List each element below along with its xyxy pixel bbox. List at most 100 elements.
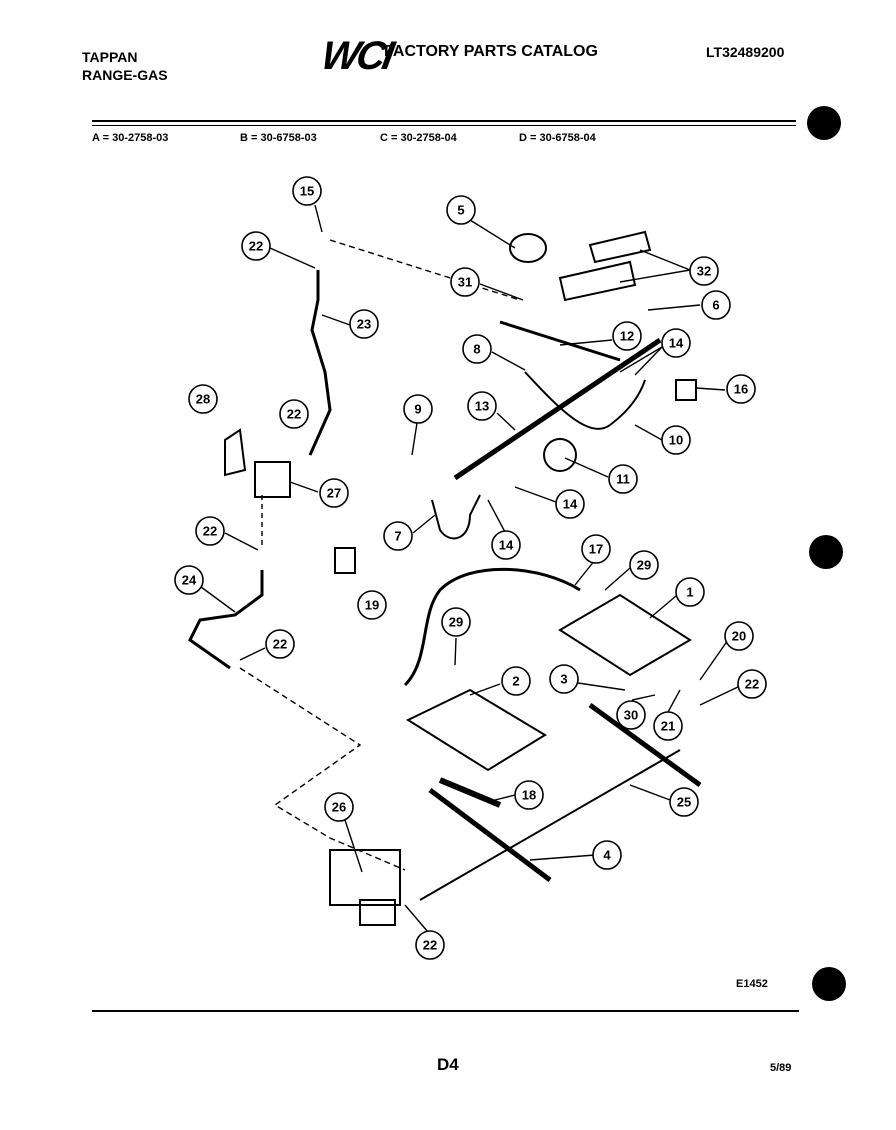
binder-hole-top: [807, 106, 841, 140]
leader-line: [469, 683, 501, 696]
leader-line: [564, 457, 609, 478]
part-callout-11: 11: [616, 472, 630, 487]
revision-date: 5/89: [770, 1062, 792, 1074]
drawing-code: E1452: [736, 978, 768, 990]
brand-name: TAPPAN: [82, 49, 138, 65]
part-callout-1: 1: [686, 585, 693, 600]
leader-line: [494, 794, 516, 801]
manifold-bar: [499, 320, 621, 362]
brand-block: TAPPAN RANGE-GAS: [82, 48, 168, 84]
callout-circle: [581, 534, 611, 564]
callout-circle: [188, 384, 218, 414]
pilot-tube: [308, 270, 332, 456]
part-callout-17: 17: [589, 542, 603, 557]
dashed-assembly-line: [239, 667, 406, 871]
binder-hole-middle: [809, 535, 843, 569]
callout-circle: [608, 464, 638, 494]
mounting-bracket: [224, 428, 247, 477]
part-callout-12: 12: [620, 329, 634, 344]
part-callout-5: 5: [457, 203, 464, 218]
leader-line: [559, 339, 613, 346]
callout-circle: [462, 334, 492, 364]
leader-line: [344, 819, 363, 873]
part-callout-28: 28: [196, 392, 210, 407]
part-callout-22: 22: [273, 637, 287, 652]
burner-tube: [588, 702, 702, 788]
part-callout-16: 16: [734, 382, 748, 397]
part-callout-29: 29: [637, 558, 651, 573]
part-callout-9: 9: [414, 402, 421, 417]
leader-line: [649, 595, 677, 619]
part-callout-26: 26: [332, 800, 346, 815]
pressure-regulator: [254, 461, 291, 498]
thermocouple-tube: [403, 567, 581, 687]
part-callout-21: 21: [661, 719, 675, 734]
part-callout-23: 23: [357, 317, 371, 332]
callout-circle: [629, 550, 659, 580]
callout-circle: [292, 176, 322, 206]
leader-line: [619, 346, 663, 373]
leader-line: [321, 314, 351, 326]
part-callout-22: 22: [423, 938, 437, 953]
callout-circle: [612, 321, 642, 351]
switch-block: [675, 379, 697, 401]
leader-line: [289, 481, 319, 493]
callout-circle: [415, 930, 445, 960]
part-callout-20: 20: [732, 629, 746, 644]
model-number: LT32489200: [706, 44, 785, 60]
part-callout-19: 19: [365, 598, 379, 613]
callout-circle: [661, 328, 691, 358]
callout-circle: [450, 267, 480, 297]
callout-circle: [737, 669, 767, 699]
burner-cap: [509, 233, 547, 263]
leader-line: [491, 351, 526, 371]
catalog-title: FACTORY PARTS CATALOG: [384, 43, 598, 60]
leader-line: [496, 412, 516, 431]
gas-valve: [329, 849, 401, 906]
part-callout-22: 22: [745, 677, 759, 692]
callout-circle: [241, 231, 271, 261]
burner-tube: [524, 371, 646, 430]
footer-rule: [92, 1010, 799, 1012]
callout-circle: [549, 664, 579, 694]
binder-hole-bottom: [812, 967, 846, 1001]
leader-line: [634, 346, 663, 376]
burner-tube: [428, 788, 552, 882]
leader-line: [454, 637, 457, 666]
variant-a: A = 30-2758-03: [92, 132, 169, 144]
part-callout-4: 4: [603, 848, 611, 863]
leader-line: [469, 219, 516, 249]
part-callout-25: 25: [677, 795, 691, 810]
leader-line: [577, 682, 626, 691]
callout-circle: [195, 516, 225, 546]
header-rule-thin: [92, 125, 796, 126]
leader-line: [619, 269, 691, 283]
header-rule: [92, 120, 796, 122]
part-callout-22: 22: [287, 407, 301, 422]
part-callout-13: 13: [475, 399, 489, 414]
leader-line: [634, 424, 663, 441]
leader-line: [695, 387, 726, 391]
variant-b: B = 30-6758-03: [240, 132, 317, 144]
igniter-bracket: [588, 230, 652, 264]
part-callout-7: 7: [394, 529, 401, 544]
callout-circle: [501, 666, 531, 696]
callout-circle: [491, 530, 521, 560]
callout-circle: [592, 840, 622, 870]
part-callout-6: 6: [712, 298, 719, 313]
page-number: D4: [437, 1055, 459, 1074]
callout-circle: [689, 256, 719, 286]
leader-line: [411, 422, 418, 456]
leader-line: [667, 689, 681, 713]
callout-circle: [265, 629, 295, 659]
burner-plate: [405, 688, 547, 772]
leader-line: [239, 647, 266, 661]
callout-circle: [653, 711, 683, 741]
part-callout-29: 29: [449, 615, 463, 630]
part-callout-22: 22: [249, 239, 263, 254]
leader-line: [574, 559, 596, 586]
callout-circle: [669, 787, 699, 817]
part-callout-18: 18: [522, 788, 536, 803]
